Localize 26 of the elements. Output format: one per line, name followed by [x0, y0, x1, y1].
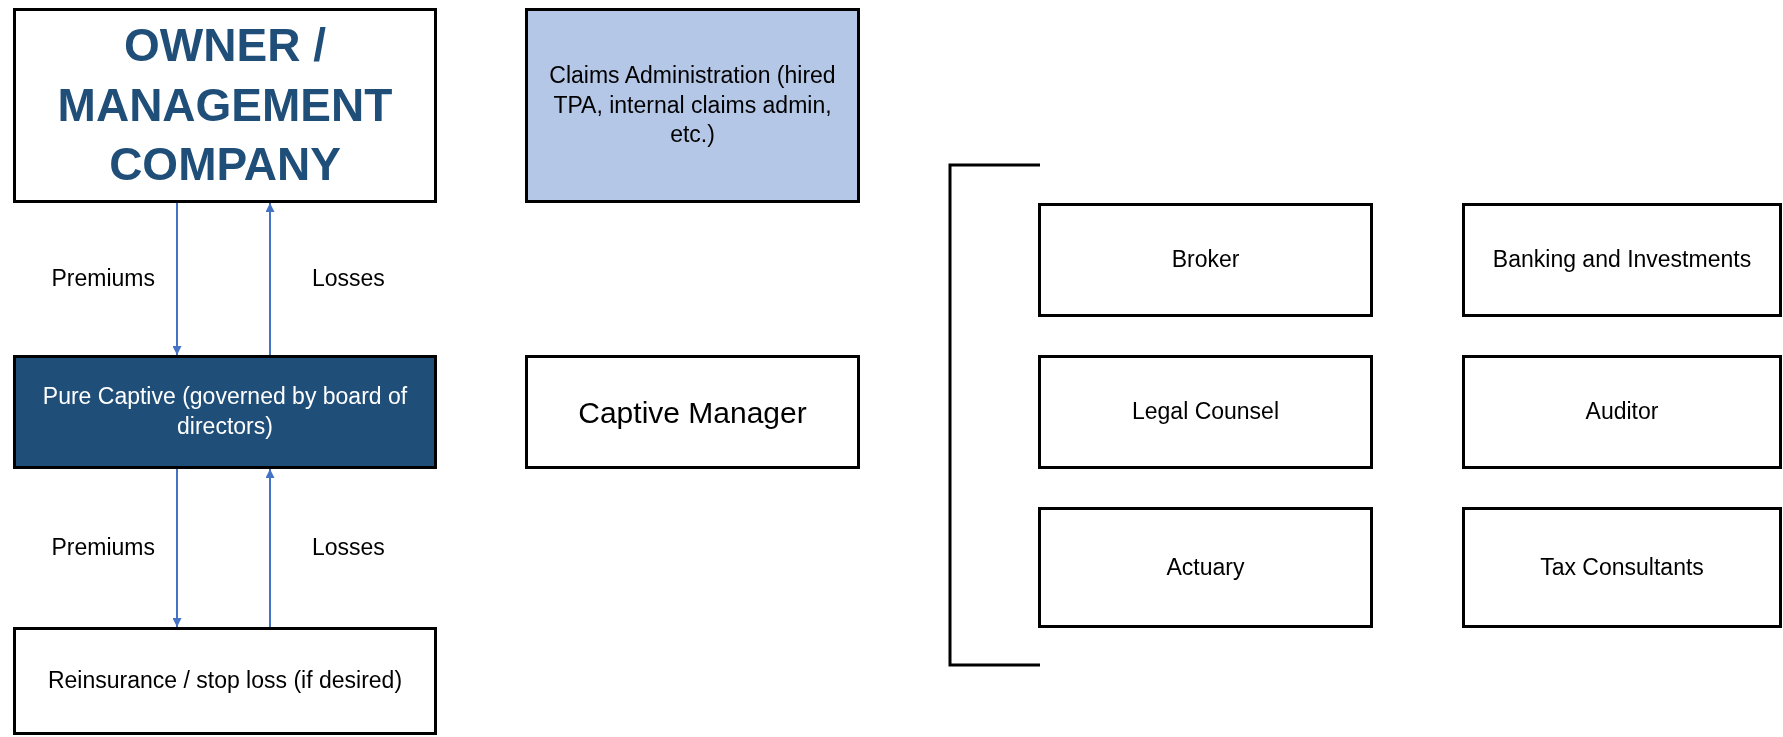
- box-label: Reinsurance / stop loss (if desired): [46, 666, 404, 696]
- process-box: [13, 8, 437, 203]
- process-box: [525, 355, 860, 469]
- arrow: [265, 202, 275, 356]
- process-box: [1038, 355, 1373, 469]
- box-label: OWNER / MANAGEMENT COMPANY: [56, 17, 394, 193]
- box-label: Captive Manager: [577, 394, 808, 431]
- process-box: [13, 627, 437, 735]
- arrow: [265, 468, 275, 628]
- process-box: [13, 355, 437, 469]
- box-label: Claims Administration (hired TPA, internal claims admin, etc.): [548, 60, 837, 150]
- box-label: Actuary: [1165, 552, 1246, 582]
- box-label: Tax Consultants: [1539, 552, 1705, 582]
- process-box: [525, 8, 860, 203]
- box-label: Broker: [1170, 245, 1241, 275]
- box-label: Pure Captive (governed by board of directors): [41, 382, 409, 441]
- box-label: Banking and Investments: [1491, 245, 1753, 275]
- box-label: Auditor: [1584, 397, 1660, 427]
- process-box: [1038, 203, 1373, 317]
- process-box: [1462, 507, 1782, 628]
- arrow: [172, 202, 182, 356]
- box-label: Legal Counsel: [1130, 397, 1281, 427]
- process-box: [1038, 507, 1373, 628]
- process-box: [1462, 355, 1782, 469]
- arrow: [172, 468, 182, 628]
- process-box: [1462, 203, 1782, 317]
